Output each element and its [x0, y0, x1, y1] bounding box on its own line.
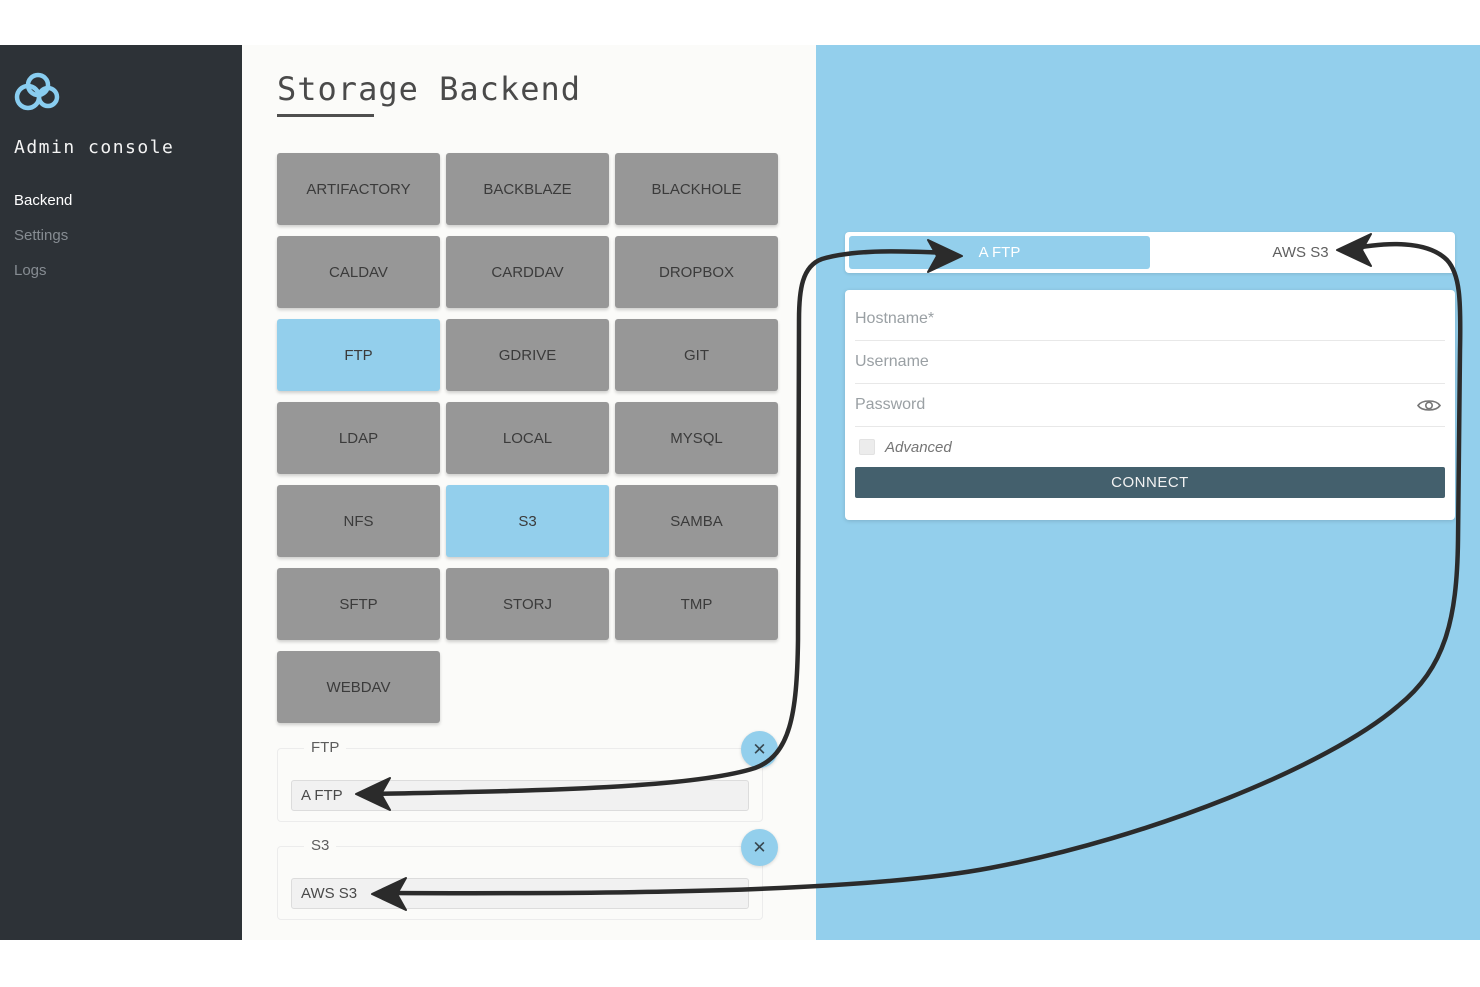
- password-row: [855, 384, 1445, 427]
- backend-button-ldap[interactable]: LDAP: [277, 402, 440, 474]
- hostname-row: [855, 298, 1445, 341]
- sidebar: Admin console Backend Settings Logs: [0, 45, 242, 940]
- backend-button-ftp[interactable]: FTP: [277, 319, 440, 391]
- advanced-checkbox[interactable]: [859, 439, 875, 455]
- backend-button-samba[interactable]: SAMBA: [615, 485, 778, 557]
- advanced-row: Advanced: [855, 427, 1445, 467]
- connection-form: Advanced CONNECT: [845, 290, 1455, 520]
- tab-aws-s3[interactable]: AWS S3: [1272, 244, 1329, 261]
- username-field[interactable]: [855, 353, 1445, 371]
- password-field[interactable]: [855, 396, 1445, 414]
- remove-ftp-button[interactable]: ✕: [741, 731, 778, 768]
- advanced-label: Advanced: [885, 438, 952, 456]
- hostname-field[interactable]: [855, 310, 1445, 328]
- backend-button-backblaze[interactable]: BACKBLAZE: [446, 153, 609, 225]
- config-name-input-s3[interactable]: [291, 878, 749, 909]
- sidebar-item-backend[interactable]: Backend: [14, 192, 73, 209]
- backend-button-artifactory[interactable]: ARTIFACTORY: [277, 153, 440, 225]
- config-group-s3: S3 ✕: [277, 829, 778, 920]
- sidebar-item-settings[interactable]: Settings: [14, 227, 69, 244]
- backend-button-blackhole[interactable]: BLACKHOLE: [615, 153, 778, 225]
- backend-button-storj[interactable]: STORJ: [446, 568, 609, 640]
- backend-button-local[interactable]: LOCAL: [446, 402, 609, 474]
- show-password-eye-icon[interactable]: [1417, 398, 1441, 418]
- backend-button-gdrive[interactable]: GDRIVE: [446, 319, 609, 391]
- config-type-label: FTP: [304, 739, 347, 756]
- backend-button-webdav[interactable]: WEBDAV: [277, 651, 440, 723]
- config-group-ftp: FTP ✕: [277, 731, 778, 822]
- backend-button-nfs[interactable]: NFS: [277, 485, 440, 557]
- backend-button-dropbox[interactable]: DROPBOX: [615, 236, 778, 308]
- backend-button-mysql[interactable]: MYSQL: [615, 402, 778, 474]
- app-title: Admin console: [14, 137, 175, 158]
- config-name-input-ftp[interactable]: [291, 780, 749, 811]
- backend-button-tmp[interactable]: TMP: [615, 568, 778, 640]
- remove-s3-button[interactable]: ✕: [741, 829, 778, 866]
- connect-button[interactable]: CONNECT: [855, 467, 1445, 498]
- connection-panel: A FTP AWS S3 Advanced: [816, 45, 1480, 940]
- title-underline: [277, 114, 374, 117]
- username-row: [855, 341, 1445, 384]
- page-title: Storage Backend: [277, 70, 581, 108]
- backend-button-git[interactable]: GIT: [615, 319, 778, 391]
- tab-a-ftp[interactable]: A FTP: [849, 236, 1150, 269]
- cloud-icon: [13, 71, 61, 116]
- backend-button-sftp[interactable]: SFTP: [277, 568, 440, 640]
- backend-button-caldav[interactable]: CALDAV: [277, 236, 440, 308]
- sidebar-item-logs[interactable]: Logs: [14, 262, 47, 279]
- config-type-label: S3: [304, 837, 337, 854]
- backend-button-s3[interactable]: S3: [446, 485, 609, 557]
- backend-button-carddav[interactable]: CARDDAV: [446, 236, 609, 308]
- connection-tabbar: A FTP AWS S3: [845, 232, 1455, 273]
- sidebar-nav: Backend Settings Logs: [0, 183, 242, 288]
